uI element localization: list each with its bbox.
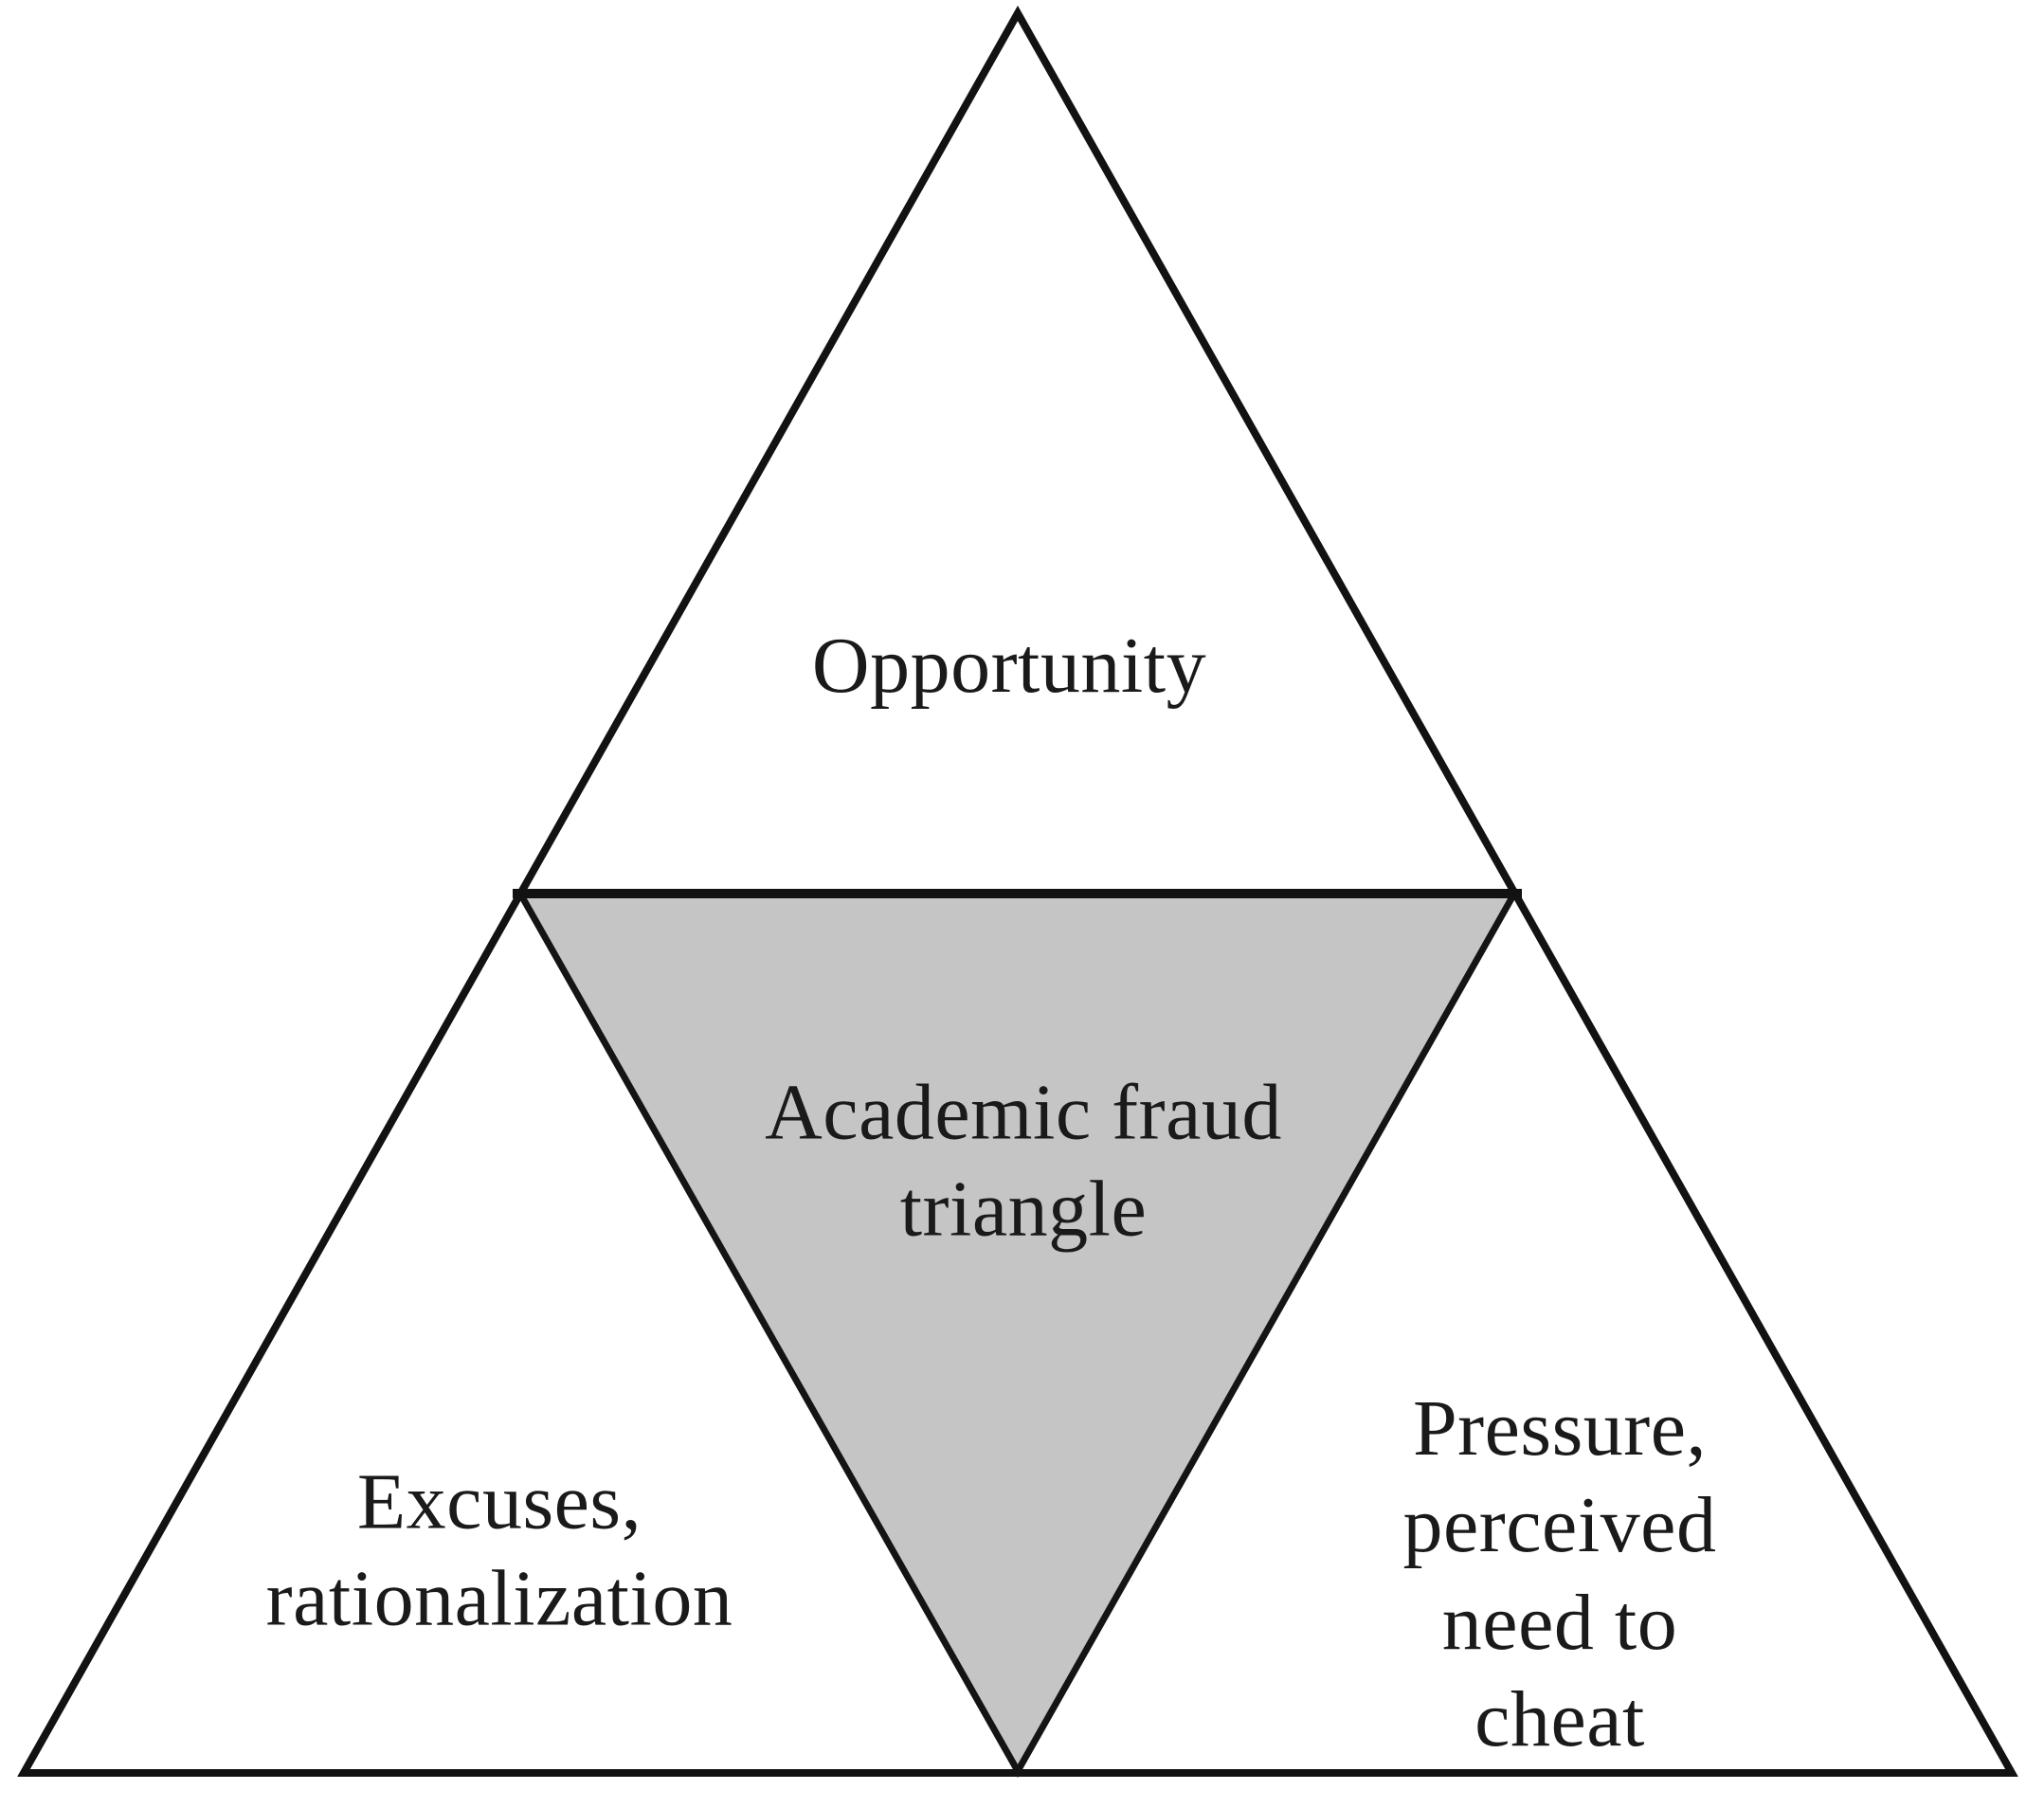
region-label-excuses-rationalization: Excuses, rationalization: [265, 1457, 733, 1643]
region-label-pressure-need-to-cheat: Pressure, perceived need to cheat: [1402, 1384, 1717, 1764]
region-label-opportunity: Opportunity: [811, 621, 1207, 710]
region-label-academic-fraud-triangle: Academic fraud triangle: [765, 1068, 1282, 1254]
